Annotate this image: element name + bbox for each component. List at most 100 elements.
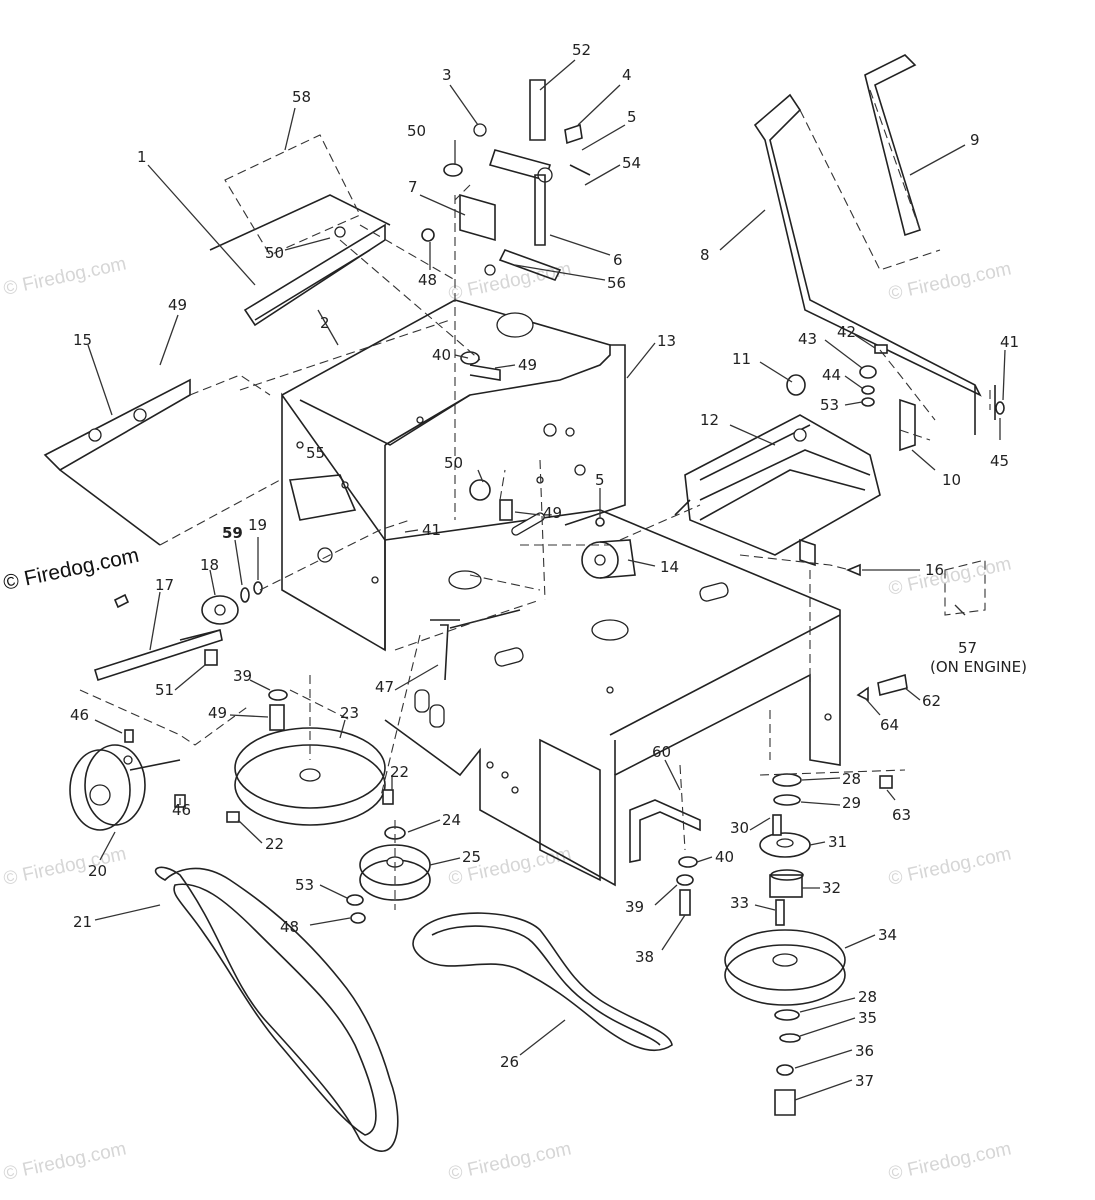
callout-label: 53 bbox=[820, 396, 839, 414]
callout-label: 40 bbox=[715, 848, 734, 866]
watermark: © Firedog.com bbox=[887, 1138, 1014, 1185]
watermark: © Firedog.com bbox=[2, 253, 129, 300]
callout-label: 1 bbox=[137, 148, 147, 166]
pulleys bbox=[69, 163, 1005, 1116]
callout-label: 49 bbox=[518, 356, 537, 374]
callout-label: 39 bbox=[233, 667, 252, 685]
callout-label: 50 bbox=[265, 244, 284, 262]
callout-label: 22 bbox=[265, 835, 284, 853]
callout-label: 29 bbox=[842, 794, 861, 812]
callout-label: 28 bbox=[842, 770, 861, 788]
callout-label: 10 bbox=[942, 471, 961, 489]
callout-label: 60 bbox=[652, 743, 671, 761]
callout-label: 33 bbox=[730, 894, 749, 912]
callout-label: 52 bbox=[572, 41, 591, 59]
transaxle bbox=[674, 398, 916, 567]
callout-label: 4 bbox=[622, 66, 632, 84]
callout-label: 34 bbox=[878, 926, 897, 944]
main-frame bbox=[281, 264, 841, 887]
callout-label: 58 bbox=[292, 88, 311, 106]
callout-label: 39 bbox=[625, 898, 644, 916]
callout-label: 14 bbox=[660, 558, 679, 576]
callout-label: 46 bbox=[172, 801, 191, 819]
callout-label: 12 bbox=[700, 411, 719, 429]
leader-lines bbox=[87, 59, 1006, 1101]
callout-label: 49 bbox=[168, 296, 187, 314]
callout-label: 21 bbox=[73, 913, 92, 931]
callout-label: 42 bbox=[837, 323, 856, 341]
watermark: © Firedog.com bbox=[2, 1138, 129, 1185]
shift-linkage bbox=[454, 79, 591, 520]
callout-label: 43 bbox=[798, 330, 817, 348]
watermark: © Firedog.com bbox=[887, 843, 1014, 890]
callout-label: 46 bbox=[70, 706, 89, 724]
callout-label: 63 bbox=[892, 806, 911, 824]
callout-label: 24 bbox=[442, 811, 461, 829]
callout-label: 56 bbox=[607, 274, 626, 292]
callout-label: 62 bbox=[922, 692, 941, 710]
shift-plate bbox=[209, 134, 391, 327]
callout-label: 19 bbox=[248, 516, 267, 534]
callout-label: 32 bbox=[822, 879, 841, 897]
callout-label: 15 bbox=[73, 331, 92, 349]
watermark: © Firedog.com bbox=[447, 258, 574, 305]
watermark-main: © Firedog.com bbox=[1, 544, 141, 595]
handles bbox=[753, 54, 996, 435]
callout-label: 5 bbox=[595, 471, 605, 489]
callout-label: 50 bbox=[407, 122, 426, 140]
callout-label: 8 bbox=[700, 246, 710, 264]
callout-label: 22 bbox=[390, 763, 409, 781]
callout-label: 18 bbox=[200, 556, 219, 574]
callout-label: 49 bbox=[208, 704, 227, 722]
watermark: © Firedog.com bbox=[887, 553, 1014, 600]
callout-label: 54 bbox=[622, 154, 641, 172]
callout-label: 64 bbox=[880, 716, 899, 734]
watermark: © Firedog.com bbox=[447, 1138, 574, 1185]
callout-label: 51 bbox=[155, 681, 174, 699]
callout-label: 6 bbox=[613, 251, 623, 269]
coupler bbox=[581, 539, 986, 616]
callout-label: 26 bbox=[500, 1053, 519, 1071]
callout-label: 30 bbox=[730, 819, 749, 837]
callout-label: 35 bbox=[858, 1009, 877, 1027]
callout-label: 45 bbox=[990, 452, 1009, 470]
callout-label: 48 bbox=[280, 918, 299, 936]
callout-label: 47 bbox=[375, 678, 394, 696]
callout-label: 9 bbox=[970, 131, 980, 149]
belts bbox=[154, 866, 673, 1152]
callout-label: 41 bbox=[1000, 333, 1019, 351]
callout-label: 37 bbox=[855, 1072, 874, 1090]
callout-label: 59 bbox=[222, 524, 243, 542]
callout-label: 11 bbox=[732, 350, 751, 368]
callout-label: 7 bbox=[408, 178, 418, 196]
callout-label: 36 bbox=[855, 1042, 874, 1060]
callout-label: 5 bbox=[627, 108, 637, 126]
callout-label: 48 bbox=[418, 271, 437, 289]
side-panel bbox=[43, 374, 281, 546]
callout-label: 41 bbox=[422, 521, 441, 539]
watermark: © Firedog.com bbox=[2, 843, 129, 890]
callout-label: (ON ENGINE) bbox=[930, 658, 1027, 676]
callout-label: 40 bbox=[432, 346, 451, 364]
callout-label: 57 bbox=[958, 639, 977, 657]
callout-label: 23 bbox=[340, 704, 359, 722]
callout-label: 31 bbox=[828, 833, 847, 851]
watermark: © Firedog.com bbox=[887, 258, 1014, 305]
callout-label: 28 bbox=[858, 988, 877, 1006]
callout-label: 3 bbox=[442, 66, 452, 84]
callout-label: 55 bbox=[306, 444, 325, 462]
callout-label: 16 bbox=[925, 561, 944, 579]
callout-label: 38 bbox=[635, 948, 654, 966]
callout-label: 2 bbox=[320, 314, 330, 332]
callout-labels: 58 1 50 2 3 52 4 5 50 54 7 6 48 56 9 8 4… bbox=[70, 41, 1027, 1090]
callout-label: 50 bbox=[444, 454, 463, 472]
callout-label: 49 bbox=[543, 504, 562, 522]
callout-label: 44 bbox=[822, 366, 841, 384]
callout-label: 20 bbox=[88, 862, 107, 880]
callout-label: 17 bbox=[155, 576, 174, 594]
callout-label: 53 bbox=[295, 876, 314, 894]
assembly-lines bbox=[79, 184, 991, 910]
input-shaft bbox=[94, 581, 263, 682]
callout-label: 25 bbox=[462, 848, 481, 866]
